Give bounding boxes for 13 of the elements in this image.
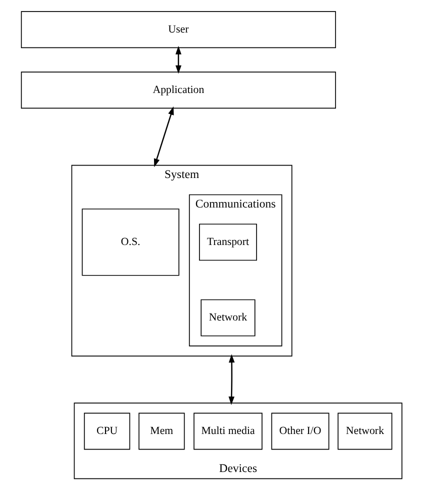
node-box: Multi media (194, 412, 262, 450)
node-box: Network (200, 299, 256, 336)
node-box: Mem (138, 412, 185, 450)
node-box: Network (338, 412, 392, 450)
node-box: Other I/O (271, 412, 330, 450)
node-box: Transport (199, 224, 257, 261)
node-box: User (20, 11, 336, 48)
node-box: CPU (84, 412, 130, 450)
node-box: Application (20, 72, 336, 109)
arrow (176, 46, 182, 74)
node-box: O.S. (82, 208, 180, 276)
arrow (228, 354, 235, 405)
arrow (154, 106, 174, 168)
